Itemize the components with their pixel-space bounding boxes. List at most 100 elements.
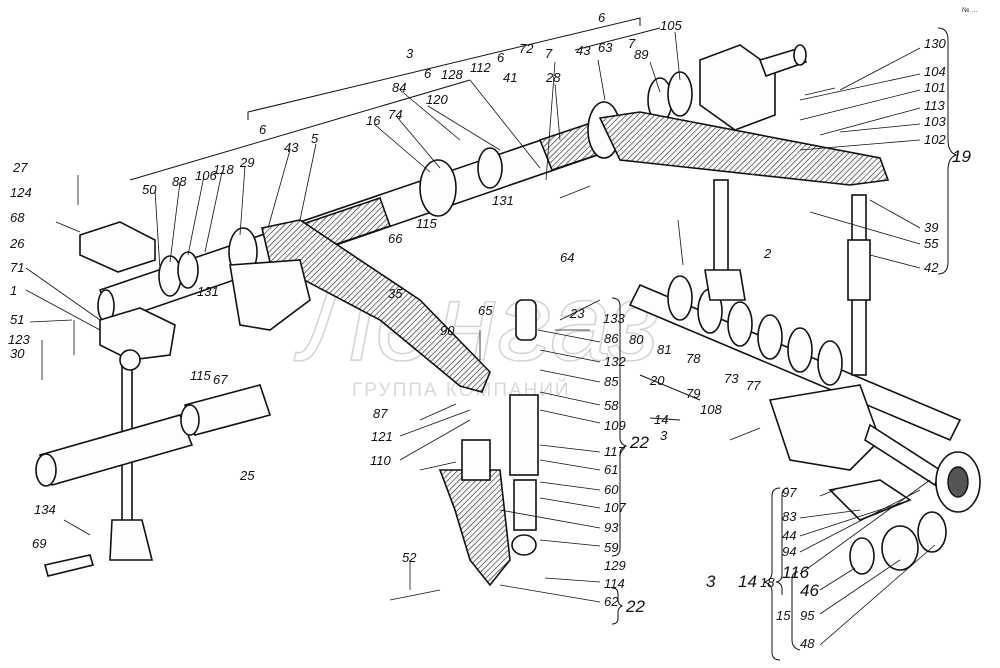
leader-lines [25,31,936,646]
end-bracket [699,44,808,131]
callout-label-75: 20 [649,373,665,388]
right-lift-rod [704,179,746,301]
callout-label-36: 7 [628,36,636,51]
callout-label-57: 58 [604,398,619,413]
callout-label-82: 130 [924,36,946,51]
callout-label-8: 30 [10,346,25,361]
callout-label-28: 112 [470,60,491,75]
callout-label-72: 80 [629,332,644,347]
callout-label-25: 6 [424,66,432,81]
callout-label-51: 110 [370,453,391,468]
callout-label-27: 128 [441,67,463,82]
callout-label-11: 50 [142,182,157,197]
callout-label-70: 52 [402,550,417,565]
callout-label-98: 14 [738,572,757,591]
callout-label-5: 1 [10,283,17,298]
callout-label-53: 133 [603,311,625,326]
callout-label-39: 6 [259,122,267,137]
callout-label-52: 23 [569,306,585,321]
callout-label-95: 94 [782,544,796,559]
callout-label-92: 97 [782,485,797,500]
callout-label-22: 16 [366,113,381,128]
callout-label-16: 43 [284,140,299,155]
callout-label-49: 87 [373,406,388,421]
callout-label-90: 55 [924,236,939,251]
callout-label-99: 18 [760,575,775,590]
callout-label-10: 69 [32,536,46,551]
callout-label-42: 131 [492,193,514,208]
callout-label-81: 108 [700,402,722,417]
callout-label-7: 123 [8,332,30,347]
tube-pipe [35,384,272,487]
callout-label-101: 15 [776,608,791,623]
callout-label-17: 5 [311,131,319,146]
callout-label-19: 115 [190,368,211,383]
callout-label-48: 90 [440,323,455,338]
callout-label-20: 67 [213,372,228,387]
callout-label-43: 115 [416,216,437,231]
ball-joint [849,511,947,575]
callout-label-65: 22 [629,433,649,452]
parts [35,44,981,601]
callout-label-85: 113 [924,98,945,113]
callout-label-69: 22 [625,597,645,616]
corner-mark: № ... [962,7,977,14]
callout-label-97: 3 [706,572,716,591]
left-housing [229,259,311,331]
callout-label-56: 85 [604,374,619,389]
callout-label-54: 86 [604,331,619,346]
callout-label-12: 88 [172,174,187,189]
callout-label-37: 89 [634,47,648,62]
callout-label-38: 105 [660,18,682,33]
callout-label-13: 106 [195,168,217,183]
callout-label-31: 72 [519,41,534,56]
callout-label-73: 81 [657,342,671,357]
callout-label-35: 63 [598,40,613,55]
clevis-block [828,479,912,521]
callout-label-29: 6 [497,50,505,65]
callout-label-40: 3 [406,46,414,61]
callout-label-47: 65 [478,303,493,318]
callout-label-58: 109 [604,418,626,433]
callout-label-84: 101 [924,80,946,95]
callout-label-24: 84 [392,80,406,95]
callout-label-66: 129 [604,558,626,573]
callout-label-96: 116 [782,563,810,582]
callout-label-63: 93 [604,520,619,535]
right-lift-arm [598,111,890,186]
callout-label-21: 25 [239,468,255,483]
left-lift-arm [261,219,491,393]
callout-label-50: 121 [371,429,393,444]
spring-assembly [628,275,962,442]
callout-label-9: 134 [34,502,56,517]
callout-label-77: 77 [746,378,761,393]
bolts [41,87,836,601]
callout-label-71: 2 [763,246,772,261]
callout-label-32: 7 [545,46,553,61]
callout-label-74: 78 [686,351,701,366]
callout-label-23: 74 [388,107,402,122]
callout-label-62: 107 [604,500,626,515]
callout-label-55: 132 [604,354,626,369]
callout-label-30: 41 [503,70,517,85]
callout-label-100: 46 [800,581,819,600]
callout-label-46: 64 [560,250,574,265]
callout-label-26: 120 [426,92,448,107]
callout-label-94: 44 [782,528,796,543]
callout-label-1: 124 [10,185,32,200]
callout-label-3: 26 [9,236,25,251]
callout-label-6: 51 [10,312,24,327]
callout-label-83: 104 [924,64,946,79]
callout-label-80: 3 [660,428,668,443]
callout-label-14: 118 [213,162,234,177]
mounting-bracket [99,307,176,361]
callout-label-68: 62 [604,594,619,609]
turnbuckle [509,299,539,556]
yoke-assembly [768,384,981,513]
right-turnbuckle [847,194,871,376]
callout-label-59: 117 [604,444,625,459]
callout-label-89: 39 [924,220,938,235]
callout-label-4: 71 [10,260,24,275]
